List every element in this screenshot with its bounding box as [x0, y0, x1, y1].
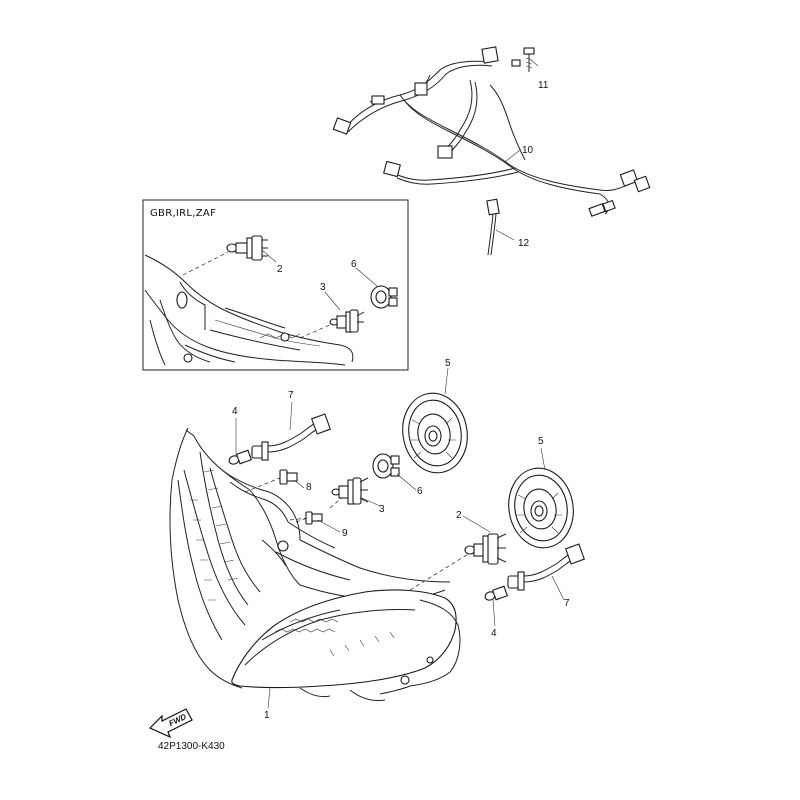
bulb-3-main[interactable]: [331, 477, 369, 505]
callout-7-top: 7: [288, 390, 294, 401]
socket-6-main[interactable]: [372, 453, 400, 479]
lead-7-top[interactable]: [251, 413, 332, 461]
screw-11[interactable]: [523, 47, 535, 72]
callout-3-inset: 3: [320, 282, 326, 293]
callout-4-lower: 4: [491, 628, 497, 639]
callout-6-main: 6: [417, 486, 423, 497]
callout-3-main: 3: [379, 504, 385, 515]
callout-5-right: 5: [538, 436, 544, 447]
wire-harness[interactable]: [332, 46, 651, 217]
callout-2-main: 2: [456, 510, 462, 521]
callout-10: 10: [522, 145, 534, 156]
callout-8: 8: [306, 482, 312, 493]
screw-9[interactable]: [305, 511, 323, 525]
lead-7-lower[interactable]: [507, 543, 586, 591]
cover-5-right[interactable]: [503, 463, 580, 553]
callout-12: 12: [518, 238, 530, 249]
sub-lead-12[interactable]: [486, 198, 500, 256]
callout-7-lower: 7: [564, 598, 570, 609]
bulb-4-lower[interactable]: [484, 585, 509, 601]
region-inset: [142, 199, 409, 371]
region-label: GBR,IRL,ZAF: [150, 208, 216, 219]
callout-4-top: 4: [232, 406, 238, 417]
headlight-unit-1[interactable]: [169, 427, 471, 701]
callout-9: 9: [342, 528, 348, 539]
cover-5-top[interactable]: [397, 388, 474, 478]
callout-11: 11: [538, 80, 549, 91]
screw-8[interactable]: [279, 469, 298, 485]
callouts: 11 10 12 2 3 6 5 7 4 8 9 3 6 2 5 4 7 1: [232, 80, 570, 721]
inset-bulb-2[interactable]: [226, 235, 268, 261]
callout-5-top: 5: [445, 358, 451, 369]
leader-lines: [235, 59, 565, 709]
inset-bulb-3[interactable]: [329, 309, 365, 333]
callout-1: 1: [264, 710, 270, 721]
drawing-code: 42P1300-K430: [158, 741, 225, 752]
callout-2-inset: 2: [277, 264, 283, 275]
callout-6-inset: 6: [351, 259, 357, 270]
bulb-2-main[interactable]: [464, 533, 507, 565]
fwd-arrow-icon: FWD: [148, 708, 193, 739]
inset-socket-6[interactable]: [370, 285, 398, 309]
bulb-4-top[interactable]: [228, 449, 253, 465]
